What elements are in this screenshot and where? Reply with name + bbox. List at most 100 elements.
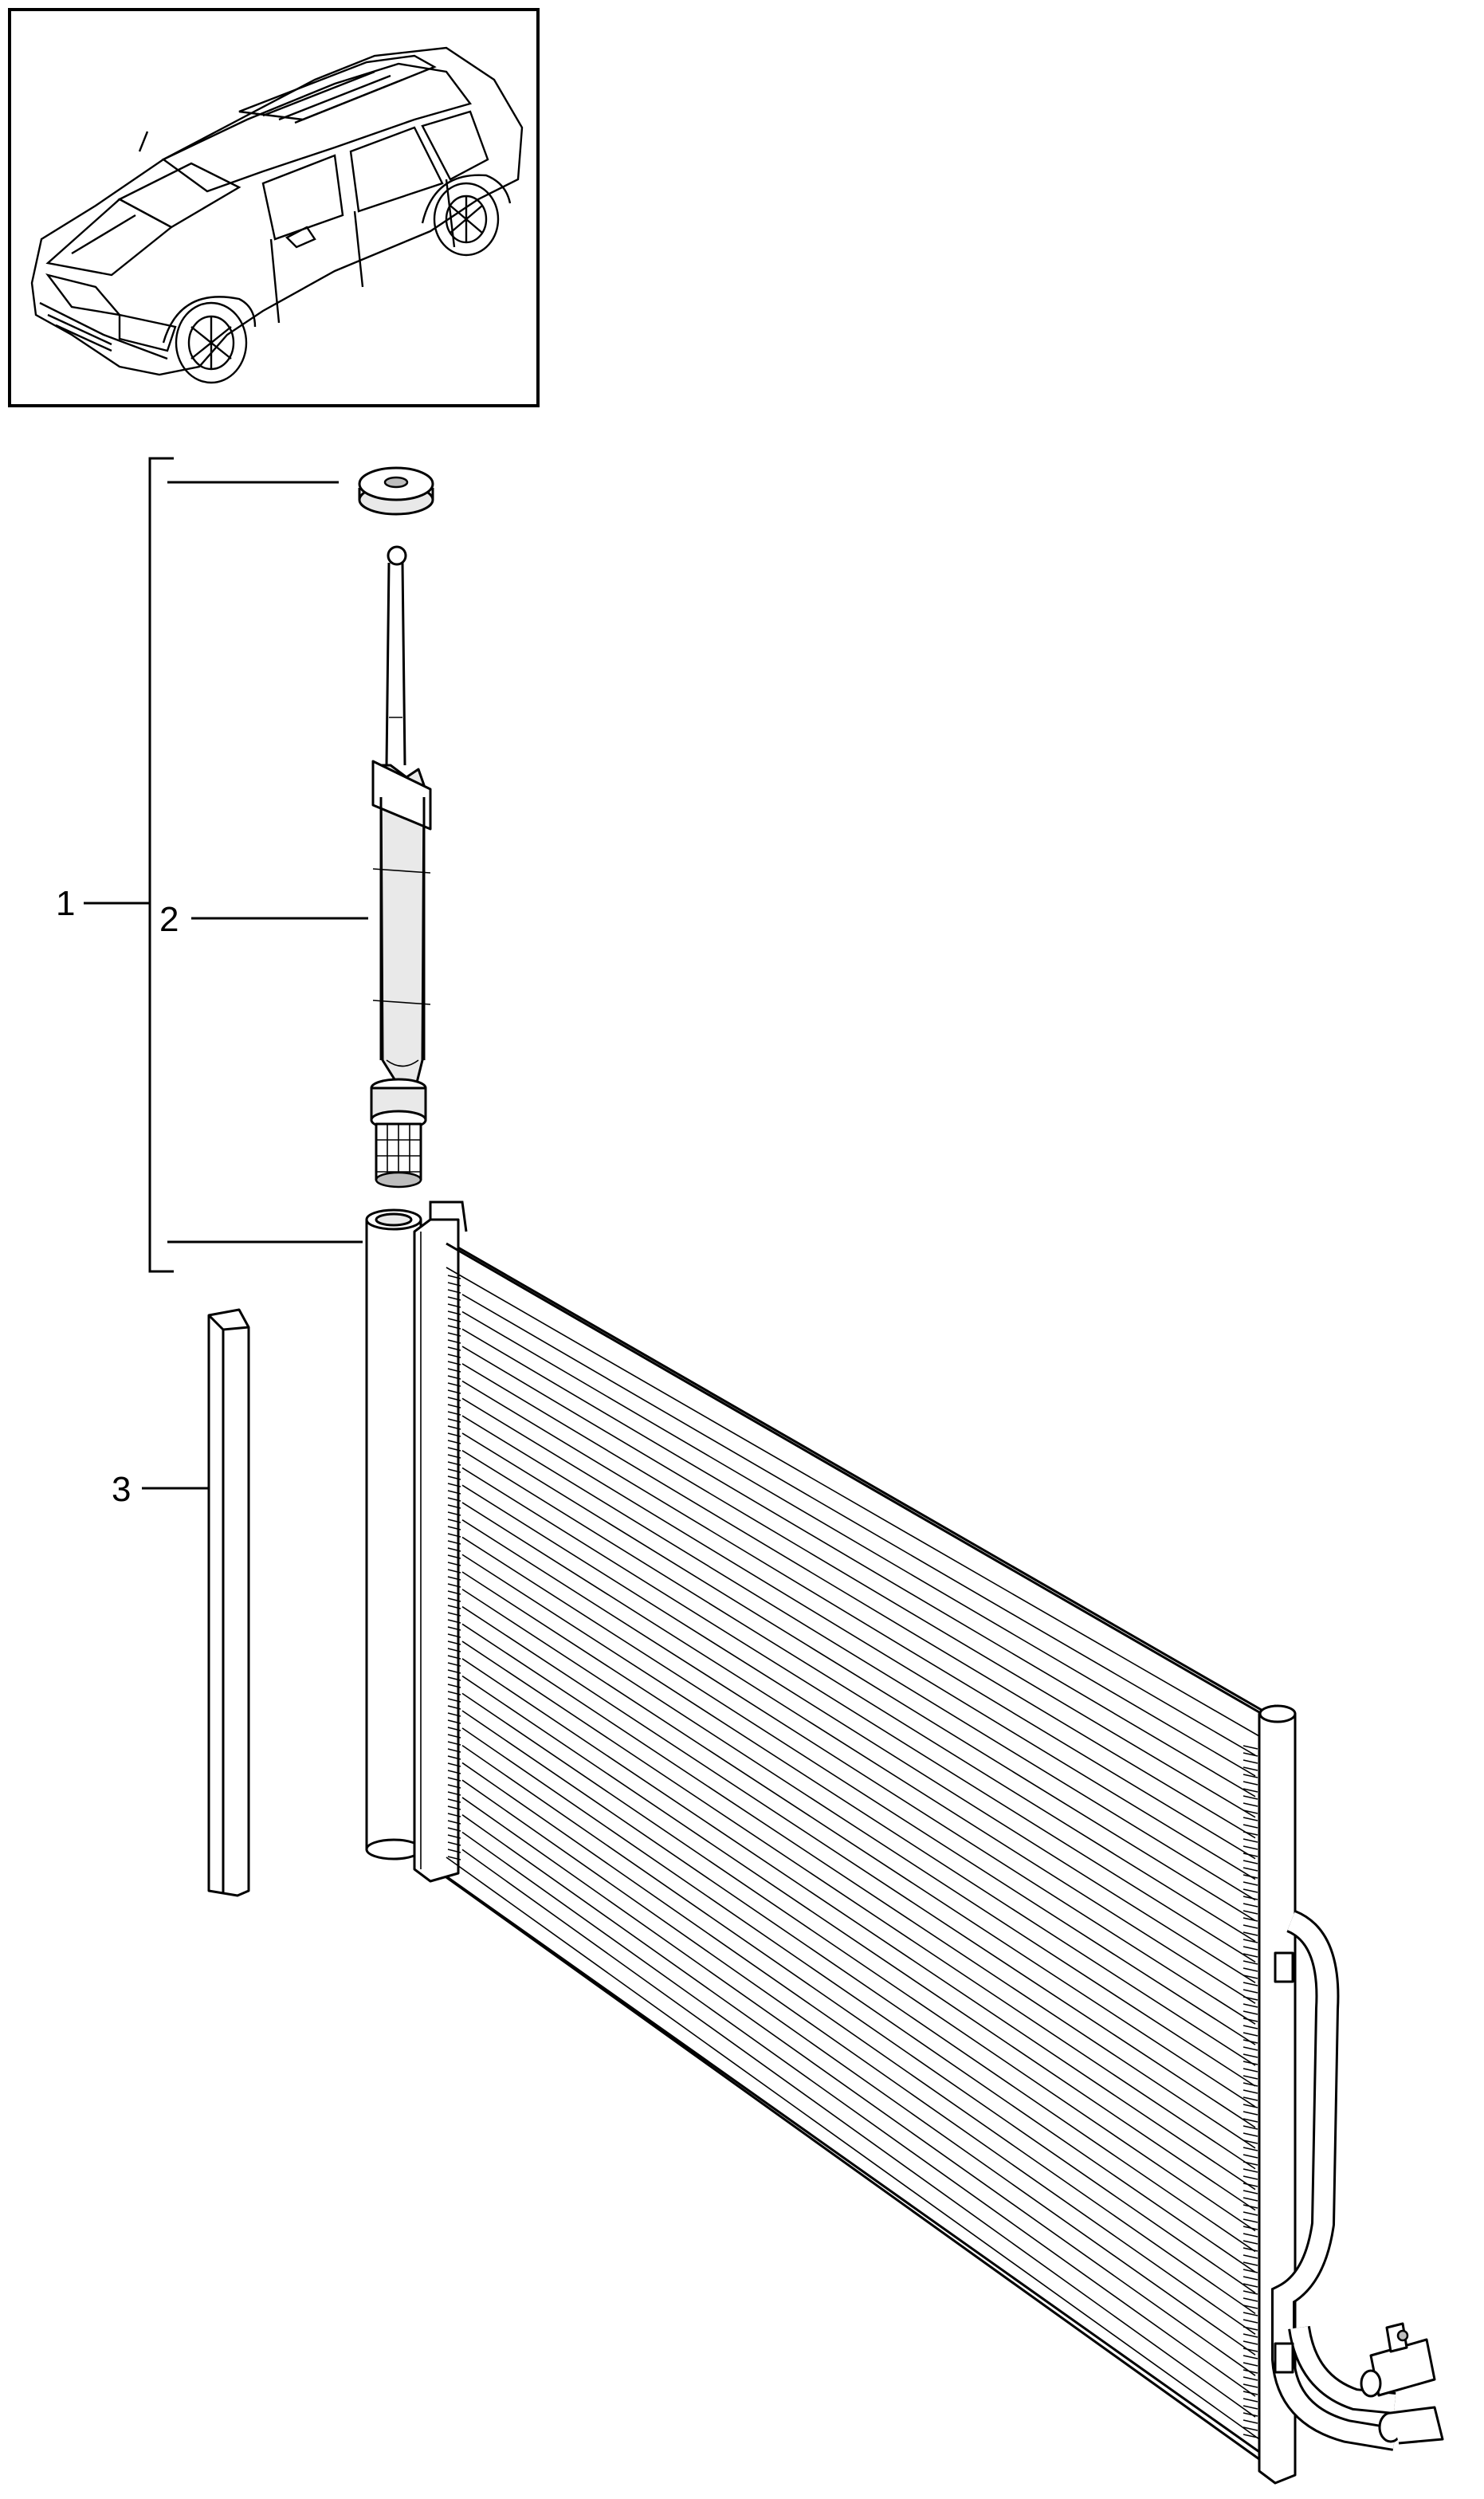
- condenser-fin-tick: [447, 1540, 461, 1545]
- condenser-fin-tick: [447, 1798, 461, 1803]
- condenser-fin-tick: [447, 1612, 461, 1617]
- condenser-fin-tick: [1243, 1931, 1258, 1936]
- condenser-fin-tick: [447, 1813, 461, 1817]
- condenser-fin-tick: [1243, 2025, 1258, 2029]
- condenser-tube-line: [461, 1536, 1256, 2045]
- condenser-fin-tick: [447, 1648, 461, 1652]
- condenser-fin-tick: [447, 1375, 461, 1380]
- condenser-fin-tick: [1243, 2075, 1258, 2080]
- callout-1: 1: [56, 884, 75, 923]
- vehicle-thumbnail: [8, 8, 540, 407]
- condenser-fin-tick: [447, 1684, 461, 1688]
- condenser-tube-line: [461, 1797, 1256, 2356]
- condenser-fin-tick: [447, 1418, 461, 1423]
- dryer-rod-icon: [385, 545, 407, 766]
- condenser-fin-tick: [1243, 1946, 1258, 1951]
- condenser-fin-tick: [1243, 2096, 1258, 2101]
- condenser-fin-tick: [1243, 2269, 1258, 2273]
- condenser-tube-line: [461, 1502, 1256, 2004]
- condenser-fin-tick: [447, 1669, 461, 1674]
- condenser-fin-tick: [1243, 2326, 1258, 2331]
- condenser-fin-tick: [1243, 2104, 1258, 2108]
- condenser-fin-tick: [1243, 1745, 1258, 1750]
- condenser-fin-tick: [447, 1282, 461, 1287]
- condenser-fin-tick: [1243, 1960, 1258, 1965]
- condenser-fin-tick: [1243, 1817, 1258, 1821]
- condenser-fin-tick: [447, 1411, 461, 1416]
- condenser-fin-tick: [1243, 1881, 1258, 1886]
- condenser-fin-tick: [1243, 1939, 1258, 1943]
- condenser-fin-tick: [1243, 2233, 1258, 2238]
- ac-condenser-icon: [413, 1200, 1297, 2485]
- condenser-fin-tick: [447, 1332, 461, 1337]
- condenser-fin-tick: [447, 1770, 461, 1774]
- condenser-tube-line: [461, 1397, 1256, 1880]
- condenser-fin-tick: [1243, 2369, 1258, 2374]
- condenser-fin-tick: [447, 1662, 461, 1667]
- condenser-fin-tick: [1243, 2175, 1258, 2180]
- condenser-fin-tick: [1243, 2305, 1258, 2309]
- callout-2: 2: [159, 900, 179, 939]
- condenser-fin-tick: [447, 1275, 461, 1279]
- condenser-fin-tick: [447, 1569, 461, 1574]
- condenser-fin-tick: [1243, 2405, 1258, 2410]
- condenser-fin-tick: [1243, 2348, 1258, 2352]
- condenser-fin-tick: [447, 1519, 461, 1523]
- condenser-fin-tick: [1243, 2412, 1258, 2417]
- condenser-fin-tick: [447, 1784, 461, 1789]
- condenser-tube-line: [461, 1640, 1256, 2170]
- condenser-fin-tick: [447, 1576, 461, 1581]
- condenser-fin-tick: [1243, 2111, 1258, 2116]
- condenser-fin-tick: [447, 1583, 461, 1588]
- condenser-fin-tick: [1243, 2154, 1258, 2159]
- condenser-fin-tick: [1243, 2211, 1258, 2216]
- condenser-fin-tick: [447, 1834, 461, 1839]
- condenser-tube-line: [461, 1727, 1256, 2273]
- condenser-fin-tick: [1243, 2204, 1258, 2209]
- condenser-fin-tick: [1243, 2398, 1258, 2403]
- condenser-fin-tick: [1243, 2061, 1258, 2065]
- condenser-tube-line: [461, 1571, 1256, 2087]
- condenser-fin-tick: [1243, 2132, 1258, 2137]
- condenser-fin-tick: [1243, 2161, 1258, 2166]
- condenser-fin-tick: [447, 1389, 461, 1394]
- suv-vehicle-icon: [30, 46, 524, 384]
- condenser-tube-line: [461, 1692, 1256, 2232]
- condenser-fin-tick: [447, 1805, 461, 1810]
- condenser-fin-tick: [1243, 2240, 1258, 2245]
- condenser-fin-tick: [1243, 2003, 1258, 2008]
- condenser-tube-line: [461, 1831, 1256, 2397]
- condenser-fin-tick: [447, 1762, 461, 1767]
- condenser-fin-tick: [447, 1533, 461, 1538]
- condenser-fin-tick: [447, 1404, 461, 1409]
- condenser-fin-tick: [1243, 1924, 1258, 1929]
- condenser-tube-line: [461, 1519, 1256, 2025]
- callout-leaders: [84, 902, 368, 1490]
- condenser-fin-tick: [447, 1841, 461, 1846]
- assembly-bracket: [148, 457, 363, 1273]
- condenser-fin-tick: [447, 1296, 461, 1301]
- condenser-fin-tick: [447, 1856, 461, 1860]
- condenser-fin-tick: [1243, 2082, 1258, 2087]
- condenser-fin-tick: [447, 1425, 461, 1430]
- condenser-fin-tick: [1243, 1874, 1258, 1879]
- condenser-fin-tick: [1243, 1752, 1258, 1757]
- condenser-fin-tick: [447, 1727, 461, 1731]
- condenser-fin-tick: [447, 1490, 461, 1495]
- condenser-fin-tick: [1243, 2032, 1258, 2037]
- condenser-fin-tick: [1243, 1917, 1258, 1922]
- condenser-fin-tick: [1243, 1853, 1258, 1857]
- condenser-fin-tick: [1243, 2118, 1258, 2123]
- condenser-fin-tick: [447, 1310, 461, 1315]
- condenser-fin-tick: [1243, 2147, 1258, 2151]
- condenser-fin-tick: [1243, 2226, 1258, 2230]
- condenser-fin-tick: [447, 1719, 461, 1724]
- condenser-fin-tick: [447, 1676, 461, 1681]
- condenser-tube-line: [461, 1380, 1256, 1860]
- condenser-fin-tick: [447, 1382, 461, 1387]
- condenser-fin-tick: [447, 1483, 461, 1487]
- condenser-fin-tick: [1243, 1953, 1258, 1958]
- condenser-fin-tick: [447, 1475, 461, 1480]
- condenser-fin-tick: [1243, 1996, 1258, 2001]
